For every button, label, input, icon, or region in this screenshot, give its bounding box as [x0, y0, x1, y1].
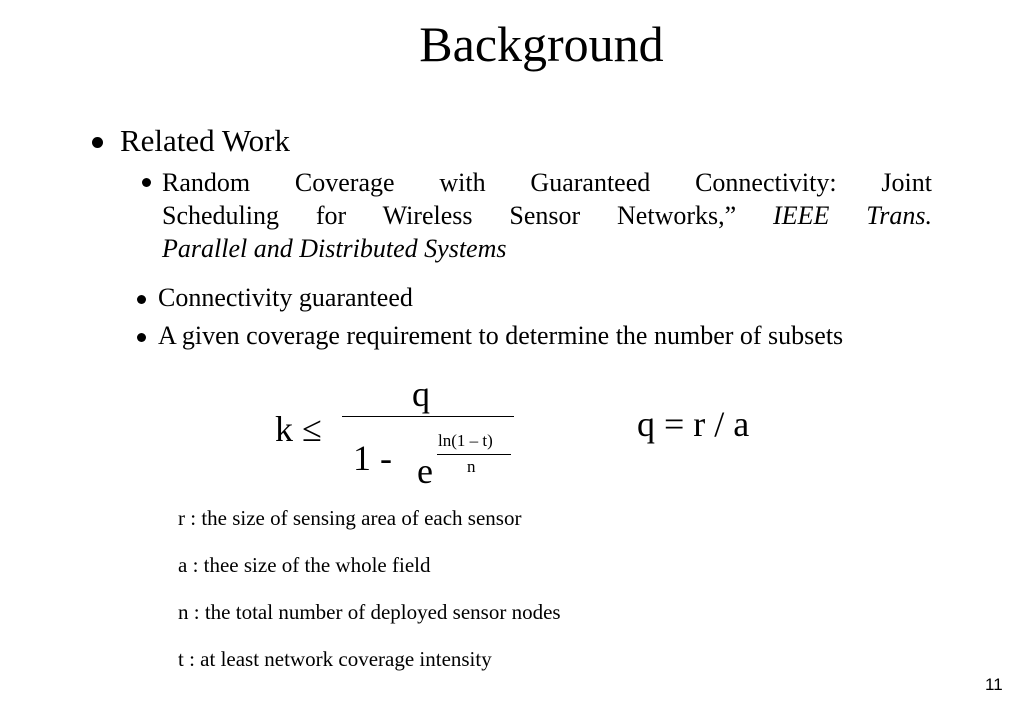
definition-r: r : the size of sensing area of each sen…	[178, 506, 522, 530]
bullet-dot-icon	[137, 333, 146, 342]
related-work-heading: Related Work	[120, 123, 290, 158]
formula-denominator-prefix: 1 -	[353, 438, 392, 478]
paper-journal-name: IEEE Trans.	[773, 201, 932, 230]
paper-line-2: Scheduling for Wireless Sensor Networks,…	[162, 199, 932, 232]
definition-a: a : thee size of the whole field	[178, 553, 431, 577]
formula-ratio: q = r / a	[637, 404, 750, 444]
bullet-dot-icon	[137, 295, 146, 304]
slide-title: Background	[419, 16, 664, 72]
bullet-dot-icon	[92, 137, 103, 148]
formula-base-e: e	[417, 451, 433, 491]
formula-exponent-fraction-bar	[437, 454, 511, 455]
definition-t: t : at least network coverage intensity	[178, 647, 492, 671]
formula-exponent-numerator: ln(1 – t)	[438, 431, 493, 450]
point-connectivity: Connectivity guaranteed	[158, 283, 413, 312]
formula-numerator: q	[412, 374, 430, 414]
point-coverage-requirement: A given coverage requirement to determin…	[158, 321, 844, 350]
formula-exponent-denominator: n	[467, 457, 476, 476]
definition-n: n : the total number of deployed sensor …	[178, 600, 561, 624]
paper-line-2-text: Scheduling for Wireless Sensor Networks,…	[162, 201, 774, 230]
paper-line-3: Parallel and Distributed Systems	[162, 234, 507, 263]
bullet-dot-icon	[142, 178, 151, 187]
formula-lhs: k ≤	[275, 409, 322, 449]
formula-main-fraction-bar	[342, 416, 514, 417]
paper-line-1: Random Coverage with Guaranteed Connecti…	[162, 168, 932, 197]
page-number: 11	[985, 675, 1003, 694]
